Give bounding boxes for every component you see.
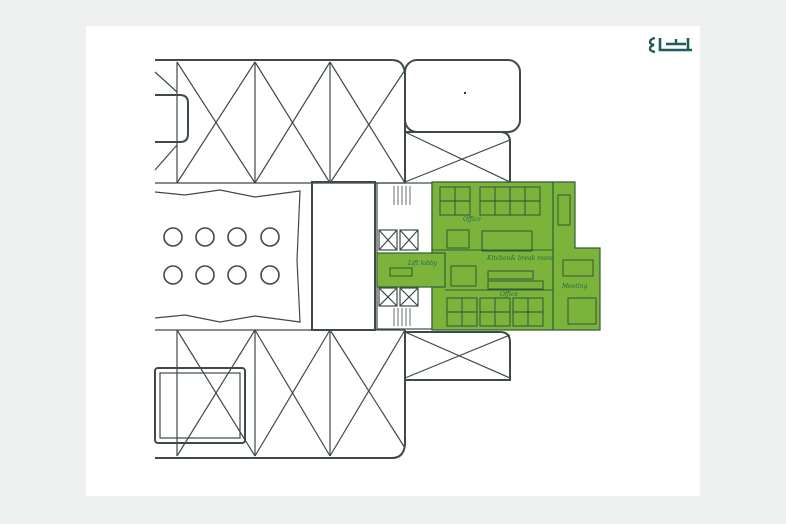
meeting-tables [557,194,597,325]
atrium [154,181,376,331]
room-label-office-north: Office [463,216,481,223]
columns [163,227,280,285]
brand-logo-icon [648,36,692,54]
north-wing [154,59,406,184]
east-annex [404,59,521,381]
room-label-office-south: Office [500,291,518,298]
south-wing [154,329,406,459]
desks-south [446,297,544,327]
room-label-lift-lobby: Lift lobby [408,260,438,267]
room-label-kitchen: Kitchen& break room [487,255,553,262]
tenancy-highlight [376,181,601,331]
desks-north [439,186,541,216]
kitchen-fixtures [446,229,544,290]
room-label-meeting: Meeting [562,283,588,290]
